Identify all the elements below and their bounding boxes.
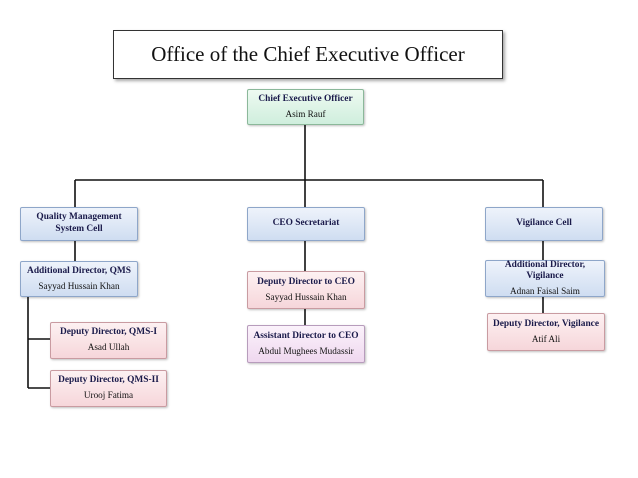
node-name: Abdul Mughees Mudassir xyxy=(258,345,354,356)
node-dd-qms-1: Deputy Director, QMS-I Asad Ullah xyxy=(50,322,167,359)
node-title: Deputy Director, QMS-I xyxy=(59,327,158,338)
node-title: Deputy Director, Vigilance xyxy=(493,318,599,329)
node-title: Chief Executive Officer xyxy=(258,93,353,104)
node-name: Asad Ullah xyxy=(87,342,130,353)
node-title: Assistant Director to CEO xyxy=(253,330,359,341)
node-ceo-secretariat: CEO Secretariat xyxy=(247,207,365,241)
node-dd-ceo: Deputy Director to CEO Sayyad Hussain Kh… xyxy=(247,271,365,309)
node-title: CEO Secretariat xyxy=(272,218,340,229)
node-name: Urooj Fatima xyxy=(83,390,134,401)
node-name: Asim Rauf xyxy=(285,108,326,119)
node-dd-vig: Deputy Director, Vigilance Atif Ali xyxy=(487,313,605,351)
page-title: Office of the Chief Executive Officer xyxy=(151,42,465,66)
node-title: Quality Management System Cell xyxy=(36,212,122,234)
node-name: Sayyad Hussain Khan xyxy=(38,280,120,291)
node-title: Vigilance Cell xyxy=(516,218,572,229)
node-qms-cell: Quality Management System Cell xyxy=(20,207,138,241)
node-title: Deputy Director to CEO xyxy=(257,276,355,287)
node-dd-qms-2: Deputy Director, QMS-II Urooj Fatima xyxy=(50,370,167,407)
node-vigilance-cell: Vigilance Cell xyxy=(485,207,603,241)
node-title: Deputy Director, QMS-II xyxy=(58,375,159,386)
node-ad-qms: Additional Director, QMS Sayyad Hussain … xyxy=(20,261,138,297)
node-ad-vig: Additional Director, Vigilance Adnan Fai… xyxy=(485,260,605,297)
node-name: Atif Ali xyxy=(531,333,561,344)
node-title: Additional Director, QMS xyxy=(27,265,131,276)
node-name: Adnan Faisal Saim xyxy=(510,286,580,296)
node-name: Sayyad Hussain Khan xyxy=(265,291,347,302)
node-ceo: Chief Executive Officer Asim Rauf xyxy=(247,89,364,125)
node-asst-ceo: Assistant Director to CEO Abdul Mughees … xyxy=(247,325,365,363)
page-title-box: Office of the Chief Executive Officer xyxy=(113,30,503,79)
node-title: Additional Director, Vigilance xyxy=(504,259,586,282)
